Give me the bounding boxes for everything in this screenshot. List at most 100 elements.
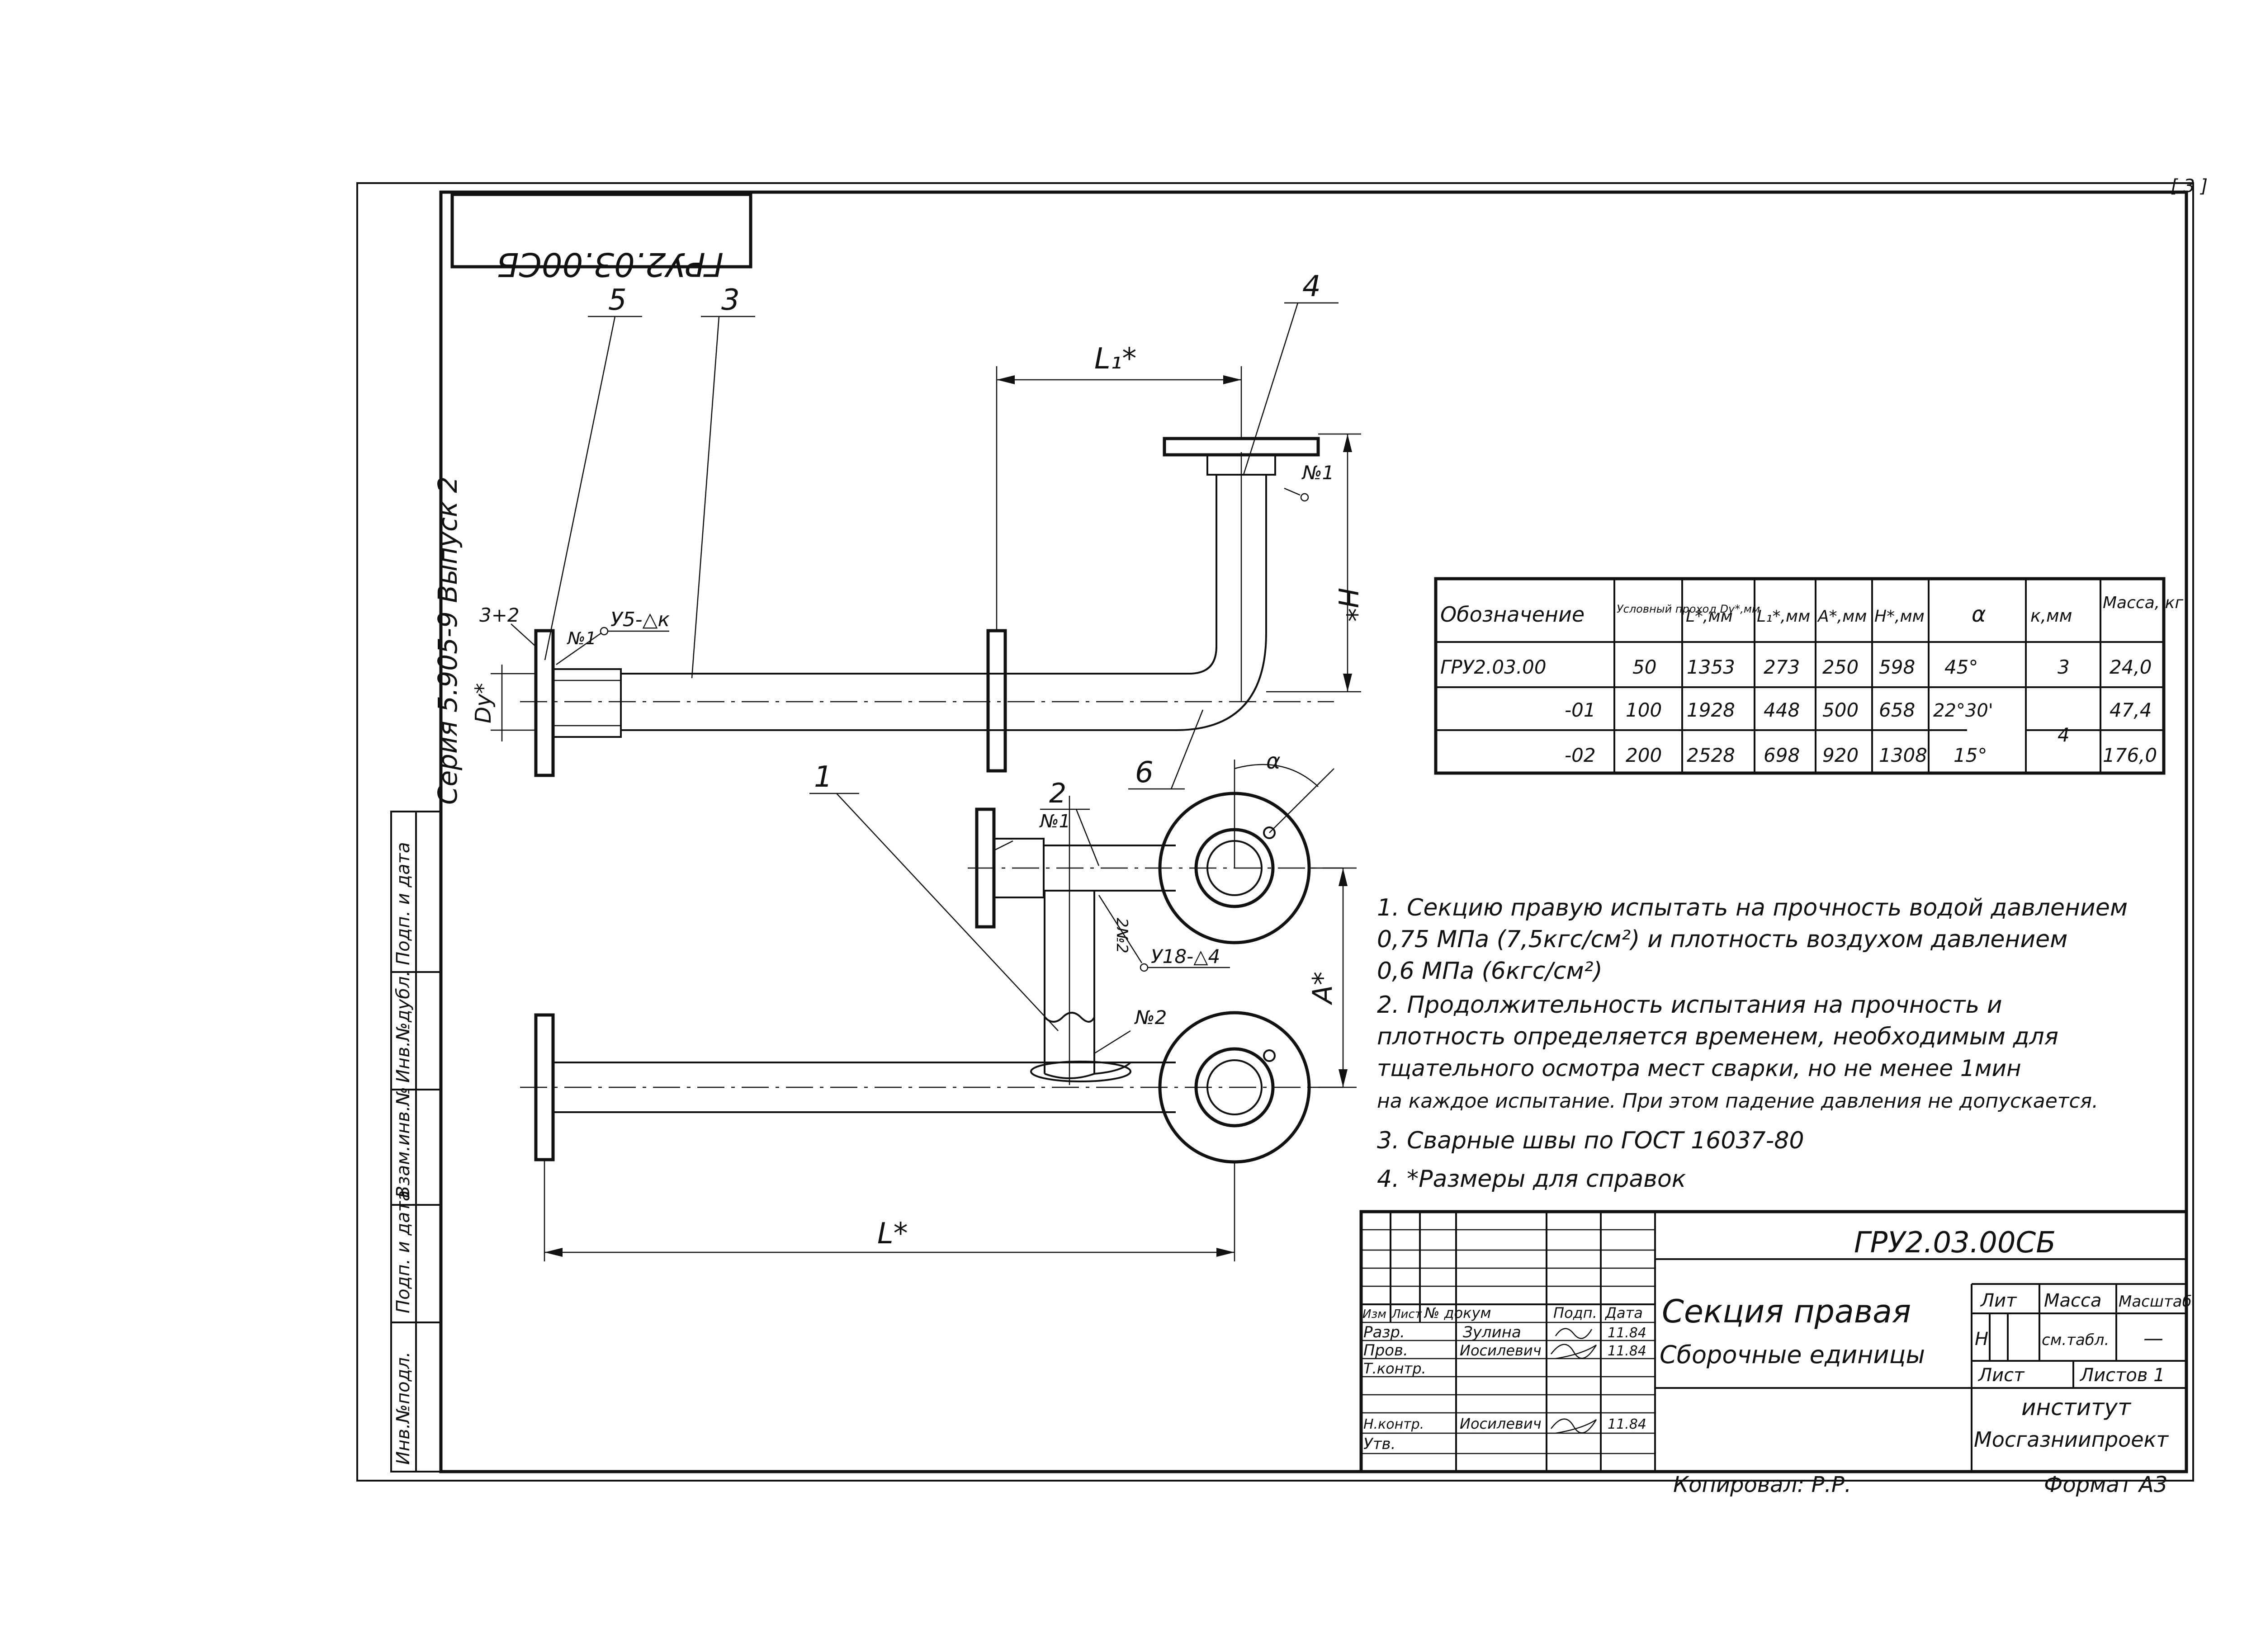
weld-low-label: №2 <box>1134 1006 1167 1029</box>
tb-doc-code: ГРУ2.03.00СБ <box>1854 1226 2056 1260</box>
td-r0-c4: 250 <box>1822 656 1859 678</box>
tb-col-date: Дата <box>1604 1304 1643 1322</box>
dim-a-label: A* <box>1307 972 1339 1005</box>
th-alpha: α <box>1972 602 1986 627</box>
td-r0-c2: 1353 <box>1687 656 1735 678</box>
tb-org-line1: институт <box>2021 1394 2132 1421</box>
td-r1-c8: 47,4 <box>2110 699 2152 721</box>
tb-date-nkontr: 11.84 <box>1608 1416 1646 1432</box>
spec-table: Обозначение Условный проход Dу*,мм L*,мм… <box>1434 577 2184 775</box>
tb-role-razr: Разр. <box>1363 1323 1405 1341</box>
tb-scale-value: — <box>2143 1327 2163 1350</box>
th-h: H*,мм <box>1874 607 1925 626</box>
dimension-a: A* <box>1307 867 1357 1088</box>
tb-org-line2: Мосгазниипроект <box>1974 1427 2169 1452</box>
td-r0-c5: 598 <box>1879 656 1915 678</box>
pipe-assembly-bottom <box>520 792 1343 1164</box>
left-stamp-cell-5: Подп. и дата <box>393 842 414 965</box>
tb-col-list: Лист <box>1391 1307 1422 1321</box>
th-designation: Обозначение <box>1440 602 1585 627</box>
td-r1-c0: -01 <box>1565 699 1596 721</box>
dim-h-label: H* <box>1332 588 1363 622</box>
callout-3: 3 <box>721 283 740 317</box>
tb-mass-label: Масса <box>2044 1290 2102 1311</box>
note-line-5: плотность определяется временем, необход… <box>1377 1023 2058 1050</box>
tb-role-nkontr: Н.контр. <box>1363 1416 1424 1432</box>
weld-side-label: №1 <box>1039 811 1070 832</box>
td-r2-c5: 1308 <box>1879 744 1927 766</box>
weld-left-n: №1 <box>567 628 596 648</box>
drawing-frame <box>439 190 2188 1473</box>
td-r1-c6: 22°30' <box>1933 700 1993 721</box>
tb-lit-label: Лит <box>1980 1290 2017 1311</box>
weld-mid-sym: У18-△4 <box>1151 945 1220 968</box>
note-line-8: 3. Сварные швы по ГОСТ 16037-80 <box>1377 1127 1804 1154</box>
td-r1-c5: 658 <box>1879 699 1915 721</box>
dim-alpha-label: α <box>1266 749 1281 774</box>
rotated-stamp-box <box>450 193 752 269</box>
td-r1-c1: 100 <box>1626 699 1662 721</box>
tb-name-prov: Иосилевич <box>1460 1342 1542 1359</box>
td-r1-c7: 4 <box>2058 724 2070 746</box>
td-r1-c4: 500 <box>1822 699 1859 721</box>
th-l1: L₁*,мм <box>1757 607 1810 626</box>
weld-2n2-label: 2№2 <box>1113 918 1131 953</box>
callout-2: 2 <box>1049 778 1066 809</box>
left-stamp-cell-3: Взам.инв.№ <box>393 1087 414 1198</box>
tb-date-razr: 11.84 <box>1608 1325 1646 1341</box>
note-line-4: 2. Продолжительность испытания на прочно… <box>1377 991 2002 1019</box>
td-r0-c3: 273 <box>1764 656 1800 678</box>
tb-name-razr: Зулина <box>1463 1323 1521 1341</box>
sheet-border <box>356 182 2194 1482</box>
tb-col-izm: Изм <box>1362 1307 1386 1321</box>
tb-sheets-label: Листов 1 <box>2079 1365 2165 1386</box>
signature-nkontr <box>1551 1418 1597 1434</box>
left-stamp-cell-1: Инв.№подл. <box>393 1351 414 1465</box>
td-r2-c4: 920 <box>1822 744 1859 766</box>
left-stamp-cell-4: Инв.№дубл. <box>393 971 414 1083</box>
callout-6: 6 <box>1135 756 1154 789</box>
series-text: Серия 5.905-9 Выпуск 2 <box>432 477 463 805</box>
tb-lit-value: Н <box>1975 1329 1988 1350</box>
callout-1: 1 <box>814 760 833 794</box>
td-r1-c3: 448 <box>1764 699 1800 721</box>
tb-role-tkontr: Т.контр. <box>1363 1360 1426 1377</box>
td-r2-c3: 698 <box>1764 744 1800 766</box>
dimension-h: H* <box>1266 433 1363 693</box>
pipe-assembly-top <box>520 366 1334 777</box>
td-r0-c6: 45° <box>1944 656 1978 678</box>
th-mass: Масса, кг <box>2103 594 2184 612</box>
k-label: 3+2 <box>479 604 520 626</box>
td-r2-c8: 176,0 <box>2103 744 2157 766</box>
tb-role-prov: Пров. <box>1363 1341 1408 1359</box>
th-nominal-bore: Условный проход Dу*,мм <box>1617 603 1760 615</box>
td-r0-c7: 3 <box>2058 656 2070 678</box>
title-block: ГРУ2.03.00СБ Секция правая Сборочные еди… <box>1359 1210 2192 1473</box>
th-l: L*,мм <box>1686 607 1733 626</box>
dimension-l1: L₁* <box>997 342 1242 439</box>
dimension-l: L* <box>544 1160 1235 1261</box>
tb-date-prov: 11.84 <box>1608 1343 1646 1359</box>
th-k: к,мм <box>2030 606 2072 626</box>
td-r2-c6: 15° <box>1954 744 1987 766</box>
copied-by: Копировал: Р.Р. <box>1673 1472 1851 1497</box>
tb-title: Секция правая <box>1662 1293 1911 1330</box>
note-line-7: на каждое испытание. При этом падение да… <box>1377 1090 2098 1113</box>
tb-sheet-label: Лист <box>1977 1365 2025 1386</box>
tb-col-doc: № докум <box>1424 1304 1491 1322</box>
td-r0-c0: ГРУ2.03.00 <box>1440 656 1547 678</box>
th-a: A*,мм <box>1817 607 1867 626</box>
weld-left-sym: У5-△к <box>610 608 670 631</box>
notes-block: 1. Секцию правую испытать на прочность в… <box>1377 894 2128 1193</box>
signature-razr <box>1555 1328 1593 1339</box>
tb-mass-value: см.табл. <box>2042 1331 2109 1349</box>
dim-dy-label: Dу* <box>471 683 496 723</box>
td-r2-c1: 200 <box>1626 744 1662 766</box>
note-line-1: 1. Секцию правую испытать на прочность в… <box>1377 894 2128 921</box>
dim-l-label: L* <box>877 1217 908 1251</box>
note-line-9: 4. *Размеры для справок <box>1377 1166 1686 1193</box>
tb-subtitle: Сборочные единицы <box>1660 1340 1925 1369</box>
td-r0-c1: 50 <box>1632 656 1656 678</box>
dim-l1-label: L₁* <box>1094 342 1136 376</box>
